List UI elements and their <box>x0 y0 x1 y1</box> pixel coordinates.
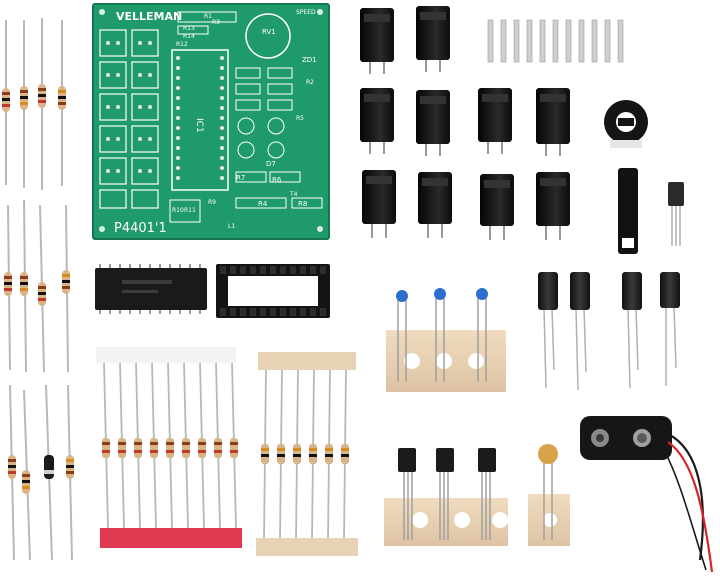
header-pins <box>487 19 624 63</box>
pcb-speed-label: SPEED <box>296 9 316 16</box>
resistor <box>58 20 66 186</box>
pcb-r12-label: R12 <box>176 41 188 48</box>
pcb-r6-label: R6 <box>272 176 282 184</box>
pcb-r14-label: R14 <box>183 33 195 40</box>
taped-transistors <box>384 448 508 546</box>
resistor <box>62 204 70 373</box>
led <box>416 6 450 72</box>
small-transistor <box>668 182 684 246</box>
trimmer-potentiometer <box>604 100 648 148</box>
pcb-r5-label: R5 <box>296 115 304 122</box>
resistor <box>38 204 46 373</box>
battery-clip <box>580 416 714 573</box>
ceramic-capacitor <box>528 444 570 546</box>
pcb-l1-label: L1 <box>228 223 235 230</box>
pcb-r2-label: R2 <box>306 79 314 86</box>
electrolytic-capacitor <box>538 272 558 389</box>
ic-chip <box>95 264 207 314</box>
led <box>416 90 450 156</box>
pcb-board: VELLEMAN P4401'1 IC1 RV1 SPEED ZD1 R1 R1… <box>92 3 330 240</box>
pcb-zd-label: ZD1 <box>302 56 317 64</box>
resistor <box>38 18 46 190</box>
pcb-t4-label: T4 <box>289 191 298 198</box>
led <box>480 174 514 240</box>
led <box>418 172 452 238</box>
led <box>360 88 394 154</box>
pcb-r7-label: R7 <box>236 174 245 182</box>
pcb-brand-label: VELLEMAN <box>116 10 182 23</box>
electrolytic-capacitor <box>622 272 642 389</box>
electrolytic-capacitor <box>570 272 590 391</box>
resistor <box>4 204 12 371</box>
led-components <box>360 6 570 240</box>
pcb-r1-label: R1 <box>204 13 212 20</box>
led <box>362 170 396 238</box>
buzzer <box>618 168 638 254</box>
pcb-d7-label: D7 <box>266 160 276 168</box>
resistor <box>20 199 28 373</box>
pcb-r13-label: R13 <box>183 25 195 32</box>
resistor <box>8 384 16 561</box>
pcb-r10-label: R10 <box>172 207 184 214</box>
pcb-component-outlines <box>169 11 323 223</box>
pcb-led-footprints <box>99 29 159 209</box>
pcb-r9-label: R9 <box>208 199 216 206</box>
electrolytic-capacitors <box>538 272 680 391</box>
led <box>536 172 570 240</box>
taped-capacitors-blue <box>386 288 506 392</box>
pcb-pot-footprint <box>245 13 291 59</box>
pcb-ic-footprint <box>171 49 229 191</box>
ic-socket <box>216 264 330 318</box>
pcb-r11-label: R11 <box>184 207 196 214</box>
resistor-group-middle <box>4 199 70 373</box>
resistor-group-bottom <box>8 384 74 561</box>
resistor <box>22 389 31 561</box>
taped-resistors-beige <box>256 352 358 556</box>
pcb-rv-label: RV1 <box>262 28 276 36</box>
pcb-mounting-holes <box>99 9 323 232</box>
pcb-led-pads <box>106 41 152 173</box>
pcb-r8-label: R8 <box>298 200 307 208</box>
led <box>360 8 394 74</box>
pcb-part-number: P4401'1 <box>114 221 167 236</box>
pcb-r4-label: R4 <box>258 200 268 208</box>
resistor-group-top <box>2 18 66 190</box>
resistor <box>20 20 28 188</box>
pcb-ic-pads <box>176 56 224 180</box>
pcb-ic-label: IC1 <box>194 118 204 133</box>
electrolytic-capacitor <box>660 272 680 386</box>
taped-resistors-red <box>96 347 242 548</box>
led <box>478 88 512 154</box>
resistor <box>2 20 10 185</box>
led <box>536 88 570 156</box>
diode <box>44 384 54 561</box>
resistor <box>66 384 74 561</box>
